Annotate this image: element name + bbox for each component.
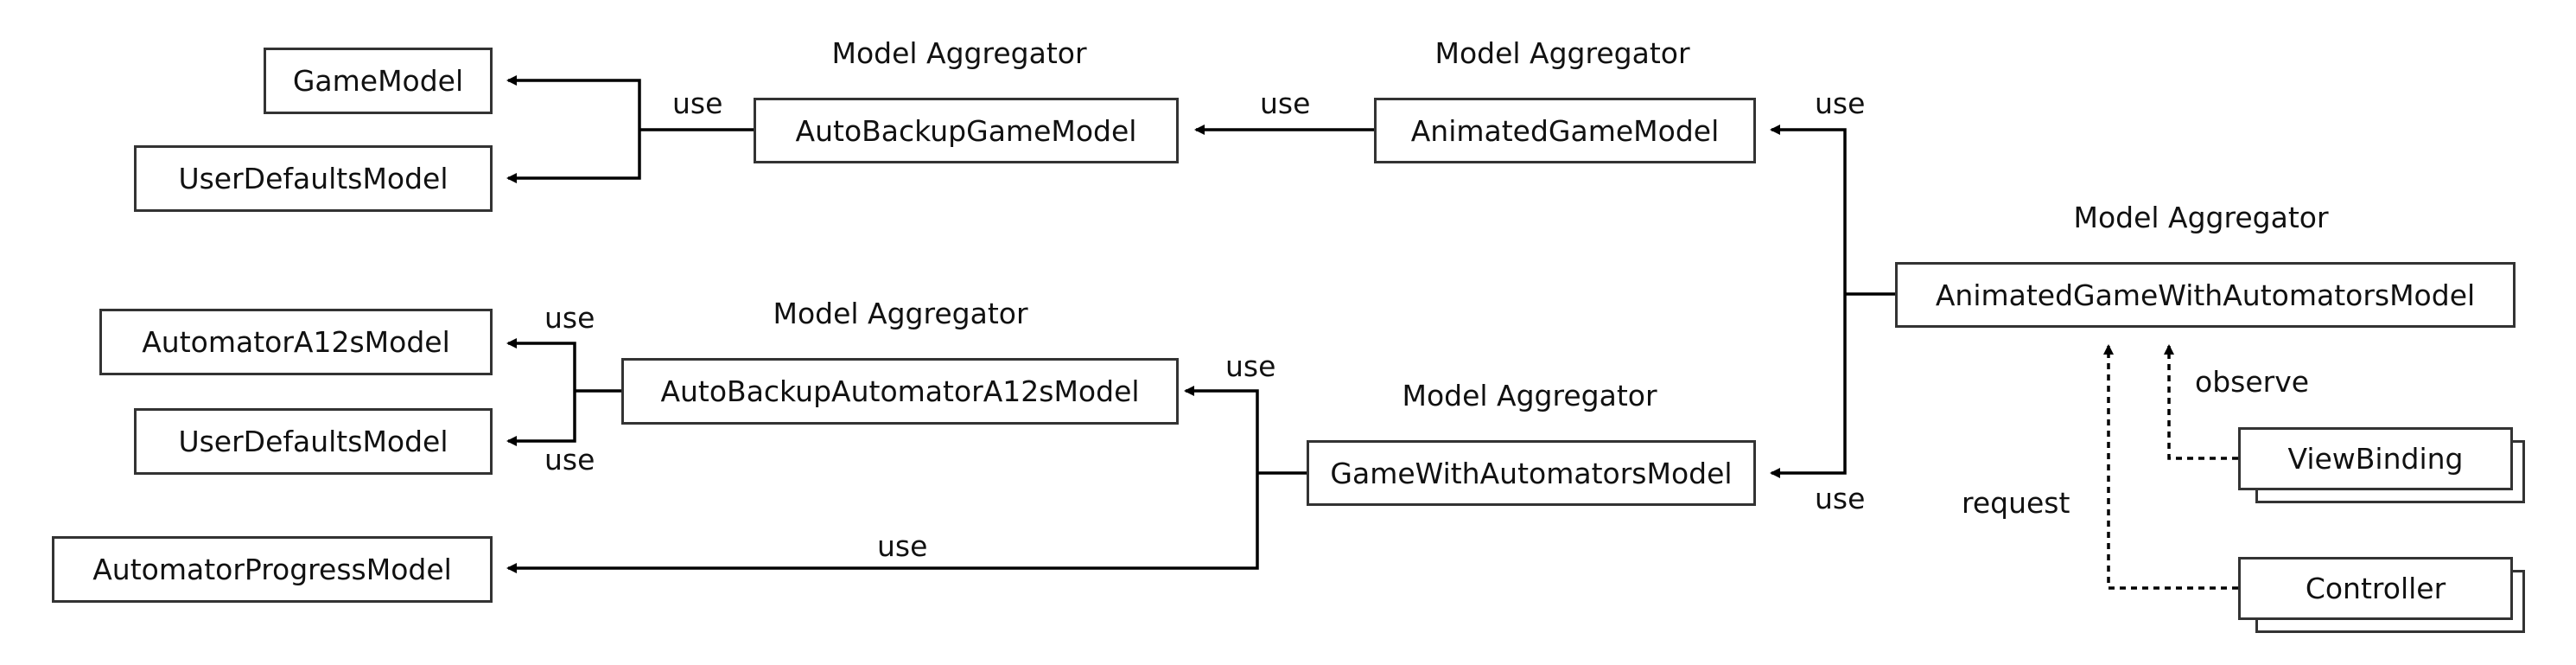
node-label: UserDefaultsModel <box>178 162 448 195</box>
node-game-with-automators-model: GameWithAutomatorsModel <box>1307 440 1756 506</box>
aggregator-label: Model Aggregator <box>831 36 1087 70</box>
edge-label-observe: observe <box>2195 365 2310 399</box>
edge-label-use: use <box>1815 482 1866 515</box>
edge-autobackupgame-to-userdefaults <box>506 130 641 183</box>
node-automator-progress-model: AutomatorProgressModel <box>52 536 493 603</box>
node-label: Controller <box>2305 572 2446 605</box>
node-game-model: GameModel <box>264 48 493 114</box>
node-auto-backup-automator-a12s-model: AutoBackupAutomatorA12sModel <box>621 358 1179 425</box>
edge-label-use: use <box>877 529 928 563</box>
edge-label-use: use <box>1815 86 1866 120</box>
edge-agwam-to-gwam <box>1770 294 1847 478</box>
aggregator-label: Model Aggregator <box>1402 379 1657 412</box>
node-user-defaults-model: UserDefaultsModel <box>134 145 493 212</box>
node-label: UserDefaultsModel <box>178 425 448 458</box>
node-view-binding: ViewBinding <box>2238 427 2513 490</box>
aggregator-label: Model Aggregator <box>1434 36 1690 70</box>
edge-viewbinding-observe <box>2164 344 2238 460</box>
edge-label-use: use <box>544 443 595 476</box>
edge-agwam-to-animated <box>1770 125 1847 294</box>
edge-label-use: use <box>672 86 723 120</box>
node-user-defaults-model: UserDefaultsModel <box>134 408 493 475</box>
node-label: AutoBackupGameModel <box>795 113 1137 148</box>
node-animated-game-model: AnimatedGameModel <box>1374 98 1756 163</box>
node-animated-game-with-automators-model: AnimatedGameWithAutomatorsModel <box>1895 262 2516 328</box>
aggregator-label: Model Aggregator <box>2073 201 2329 234</box>
node-label: AnimatedGameWithAutomatorsModel <box>1935 278 2476 312</box>
node-label: GameWithAutomatorsModel <box>1330 456 1733 490</box>
edge-label-request: request <box>1962 486 2070 520</box>
edge-controller-request <box>2103 344 2238 590</box>
node-auto-backup-game-model: AutoBackupGameModel <box>754 98 1179 163</box>
node-label: AutomatorProgressModel <box>92 553 452 586</box>
node-label: AutoBackupAutomatorA12sModel <box>660 374 1140 408</box>
node-label: GameModel <box>292 64 464 98</box>
edge-label-use: use <box>1225 349 1276 383</box>
edge-gwam-to-progress <box>506 473 1259 573</box>
edge-label-use: use <box>544 301 595 335</box>
edge-gwam-to-autobackupautomator <box>1184 386 1259 473</box>
node-label: ViewBinding <box>2287 442 2464 476</box>
node-automator-a12s-model: AutomatorA12sModel <box>99 309 493 375</box>
edge-autobackupgame-to-gamemodel <box>506 75 641 130</box>
edge-label-use: use <box>1260 86 1311 120</box>
aggregator-label: Model Aggregator <box>773 297 1028 330</box>
edge-autobackupautomator-to-userdefaults <box>506 391 576 446</box>
node-controller: Controller <box>2238 557 2513 620</box>
node-label: AutomatorA12sModel <box>142 325 450 359</box>
node-label: AnimatedGameModel <box>1410 113 1720 148</box>
edge-autobackupautomator-to-automator <box>506 338 576 391</box>
